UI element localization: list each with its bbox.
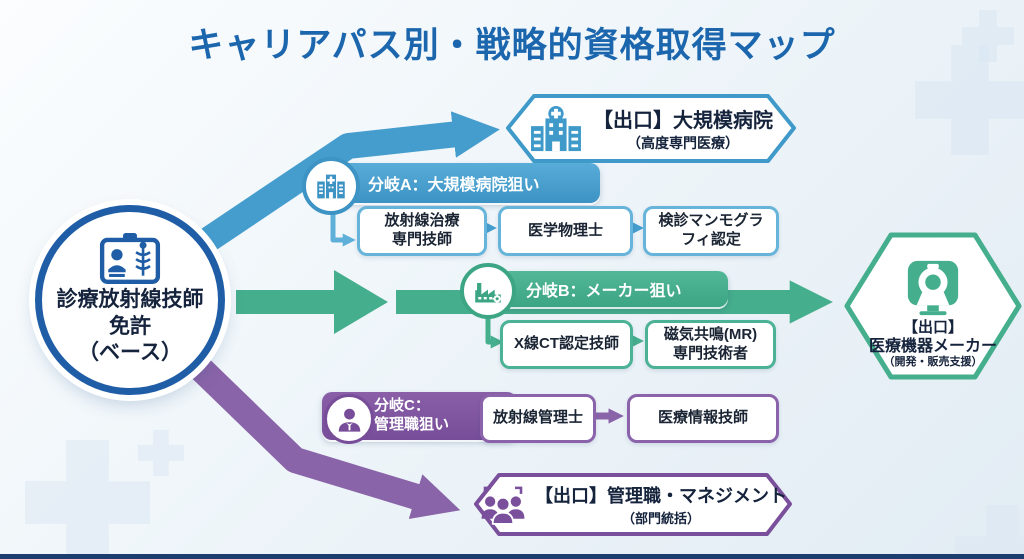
exit-management-sublabel: （部門統括） — [621, 511, 700, 526]
team-icon — [481, 486, 525, 525]
exit-node-hospital: 【出口】大規模病院 （高度専門医療） — [505, 92, 797, 165]
cert-box-medical-informatics: 医療情報技師 — [627, 394, 779, 443]
base-license-line1: 診療放射線技師 — [56, 287, 204, 311]
branch-b-badge: 分岐B：メーカー狙い — [460, 263, 728, 319]
cert-line: 医療情報技師 — [657, 409, 748, 427]
decor-cross-icon — [138, 430, 184, 476]
connector-branch-b — [485, 316, 504, 349]
cert-line: 放射線治療 — [384, 212, 460, 230]
mri-scanner-icon — [907, 260, 959, 315]
base-license-line2: 免許 — [109, 314, 151, 338]
base-license-node: 診療放射線技師 免許 （ベース） — [35, 205, 225, 395]
arrow-branch-b-chevron — [334, 270, 388, 334]
cert-line: 医学物理士 — [527, 221, 603, 239]
decor-cross-icon — [25, 440, 150, 559]
branch-a-badge: 分岐A：大規模病院狙い — [302, 157, 600, 215]
cert-box-mammography: 検診マンモグラ フィ認定 — [643, 206, 779, 256]
cert-line: 専門技術者 — [672, 344, 748, 362]
cert-box-xray-ct: X線CT認定技師 — [500, 320, 633, 369]
cert-box-radiation-manager: 放射線管理士 — [480, 394, 596, 443]
factory-icon — [460, 263, 516, 319]
exit-node-device-maker: 【出口】 医療機器メーカー （開発・販売支援） — [843, 227, 1023, 385]
exit-hospital-sublabel: （高度専門医療） — [627, 135, 739, 151]
exit-node-management: 【出口】管理職・マネジメント （部門統括） — [473, 472, 793, 537]
cert-line: 検診マンモグラ — [658, 212, 764, 230]
base-license-line3: （ベース） — [78, 341, 182, 365]
hospital-building-icon — [531, 105, 581, 151]
exit-maker-label: 医療機器メーカー — [868, 337, 997, 355]
exit-hospital-label: 【出口】大規模病院 — [593, 110, 773, 132]
exit-maker-tag: 【出口】 — [902, 318, 963, 336]
exit-maker-sublabel: （開発・販売支援） — [883, 356, 983, 368]
exit-management-label: 【出口】管理職・マネジメント — [535, 486, 787, 506]
cert-line: 放射線管理士 — [492, 409, 583, 427]
cert-box-medical-physicist: 医学物理士 — [498, 206, 633, 256]
cert-line: 磁気共鳴(MR) — [663, 325, 758, 343]
branch-a-badge-label: 分岐A：大規模病院狙い — [368, 177, 540, 194]
branch-c-badge-line1: 分岐C： — [374, 397, 430, 415]
cert-line: フィ認定 — [681, 231, 741, 248]
bottom-accent-bar — [0, 554, 1024, 559]
branch-c-badge-line2: 管理職狙い — [374, 416, 450, 433]
manager-icon — [324, 394, 374, 444]
branch-b-badge-label: 分岐B：メーカー狙い — [526, 283, 682, 300]
cert-line: 専門技師 — [391, 231, 452, 248]
cert-box-mr-specialist: 磁気共鳴(MR) 専門技術者 — [645, 320, 776, 369]
hospital-icon — [302, 157, 360, 215]
cert-box-radiotherapy: 放射線治療 専門技師 — [357, 206, 487, 256]
decor-cross-icon — [955, 505, 1024, 559]
license-card-icon — [99, 232, 161, 284]
cert-line: X線CT認定技師 — [513, 335, 619, 353]
branch-c-badge-label: 分岐C： 管理職狙い — [374, 397, 449, 435]
page-title: キャリアパス別・戦略的資格取得マップ — [188, 26, 836, 65]
